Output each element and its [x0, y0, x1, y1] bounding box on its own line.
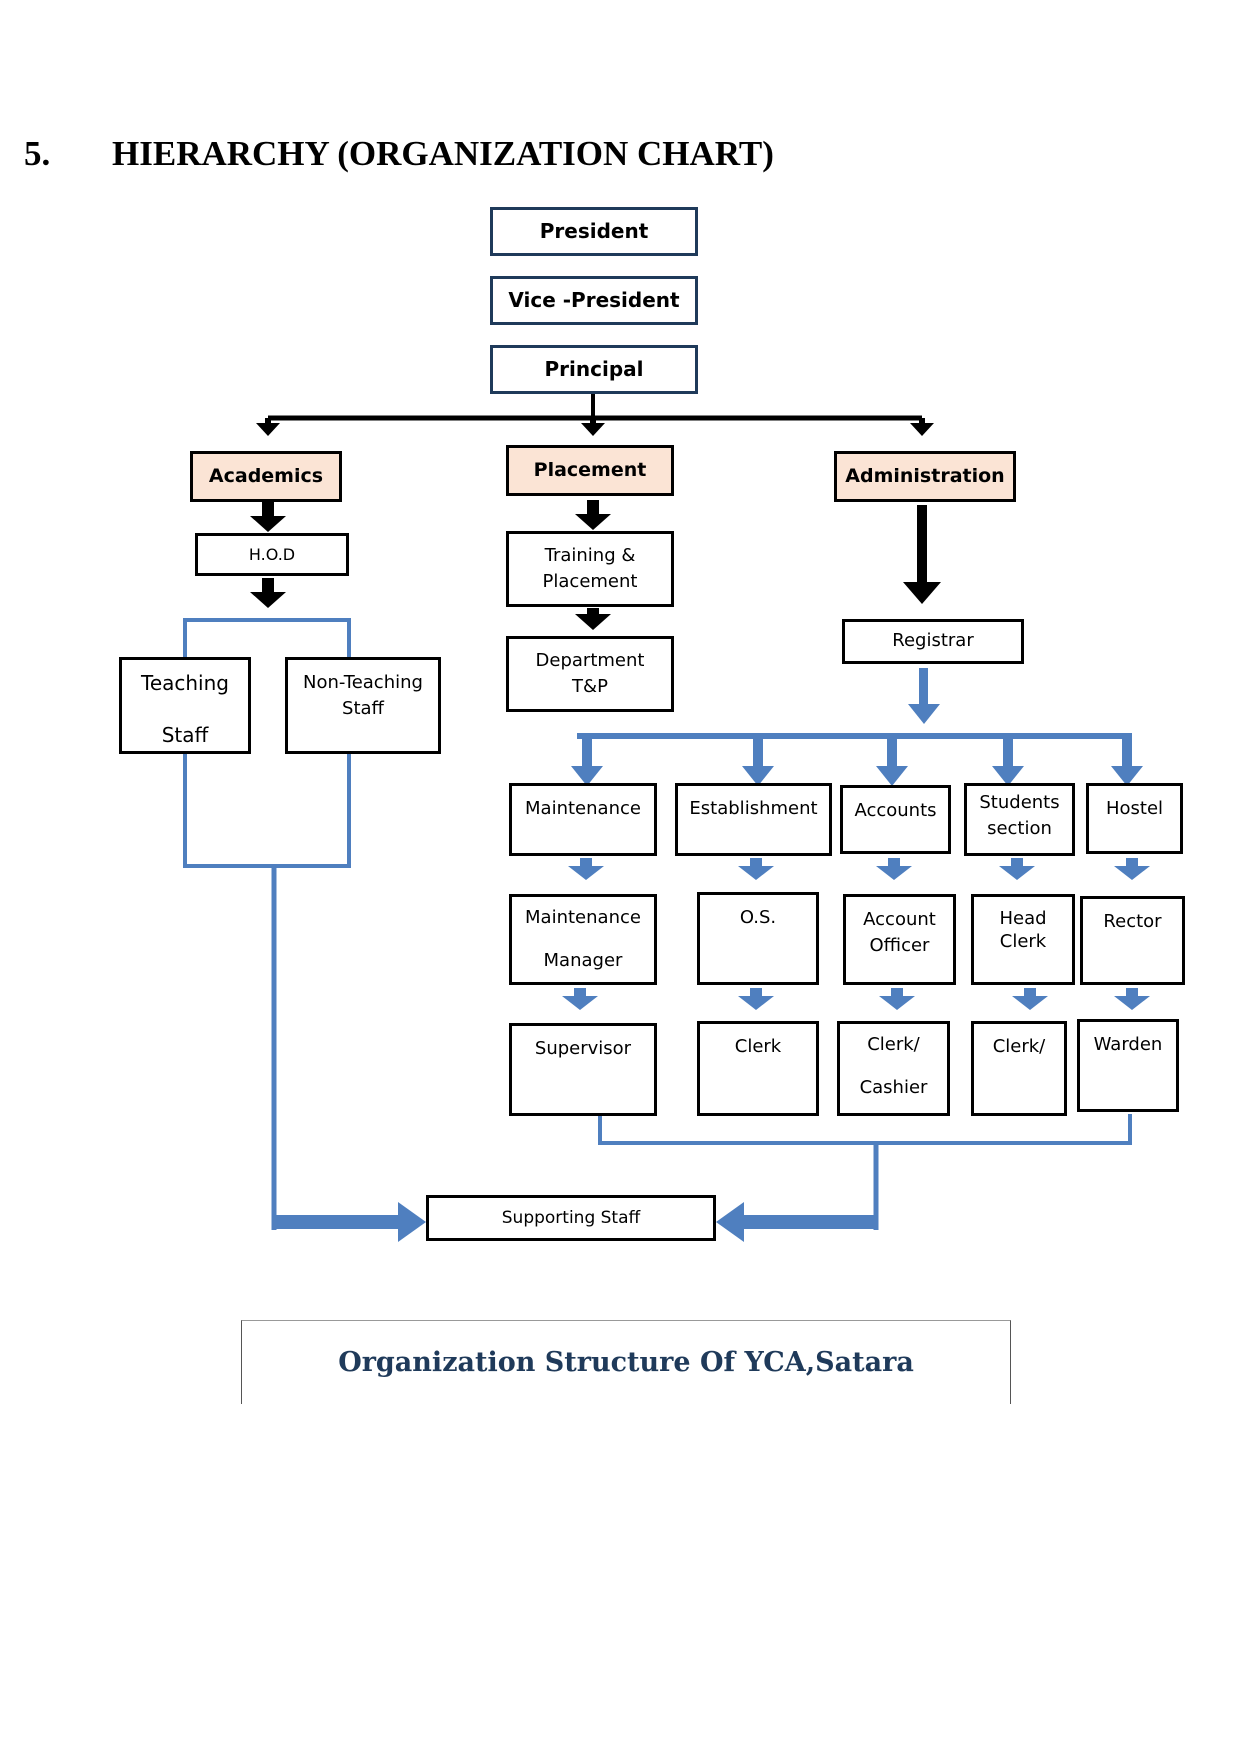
- node-clerk: Clerk: [697, 1021, 819, 1116]
- node-non-teaching-staff: Non-Teaching Staff: [285, 657, 441, 754]
- node-accounts: Accounts: [840, 785, 951, 854]
- admin-staff-connector: [598, 1114, 1132, 1230]
- arrow-into-supporting-staff-right: [716, 1202, 744, 1242]
- node-rector: Rector: [1080, 896, 1185, 985]
- node-warden: Warden: [1077, 1019, 1179, 1112]
- node-training-placement: Training & Placement: [506, 531, 674, 607]
- node-teaching-staff: Teaching Staff: [119, 657, 251, 754]
- node-maintenance-manager: Maintenance Manager: [509, 894, 657, 985]
- node-registrar: Registrar: [842, 619, 1024, 664]
- node-principal: Principal: [490, 345, 698, 394]
- node-academics: Academics: [190, 451, 342, 502]
- node-placement: Placement: [506, 445, 674, 496]
- blue-down-arrows: [562, 738, 1150, 1010]
- node-account-officer: Account Officer: [843, 894, 956, 985]
- section-heading: 5. HIERARCHY (ORGANIZATION CHART): [24, 134, 774, 174]
- node-clerk-students: Clerk/: [971, 1021, 1067, 1116]
- academic-staff-connector: [183, 618, 400, 1230]
- principal-bus: [256, 392, 934, 436]
- node-supporting-staff: Supporting Staff: [426, 1195, 716, 1241]
- section-number: 5.: [24, 134, 51, 173]
- node-students-section: Students section: [964, 783, 1075, 856]
- node-department-tp: Department T&P: [506, 636, 674, 712]
- registrar-connector: [577, 668, 1132, 739]
- node-head-clerk: Head Clerk: [971, 894, 1075, 985]
- black-arrows: [250, 500, 941, 630]
- arrow-into-supporting-staff-left: [398, 1202, 426, 1242]
- node-clerk-cashier: Clerk/ Cashier: [837, 1021, 950, 1116]
- node-vice-president: Vice -President: [490, 276, 698, 325]
- node-os: O.S.: [697, 892, 819, 985]
- node-administration: Administration: [834, 451, 1016, 502]
- node-president: President: [490, 207, 698, 256]
- section-title: HIERARCHY (ORGANIZATION CHART): [112, 134, 774, 173]
- node-hostel: Hostel: [1086, 783, 1183, 854]
- node-hod: H.O.D: [195, 533, 349, 576]
- node-establishment: Establishment: [675, 783, 832, 856]
- node-supervisor: Supervisor: [509, 1023, 657, 1116]
- node-maintenance: Maintenance: [509, 783, 657, 856]
- figure-caption: Organization Structure Of YCA,Satara: [241, 1320, 1011, 1404]
